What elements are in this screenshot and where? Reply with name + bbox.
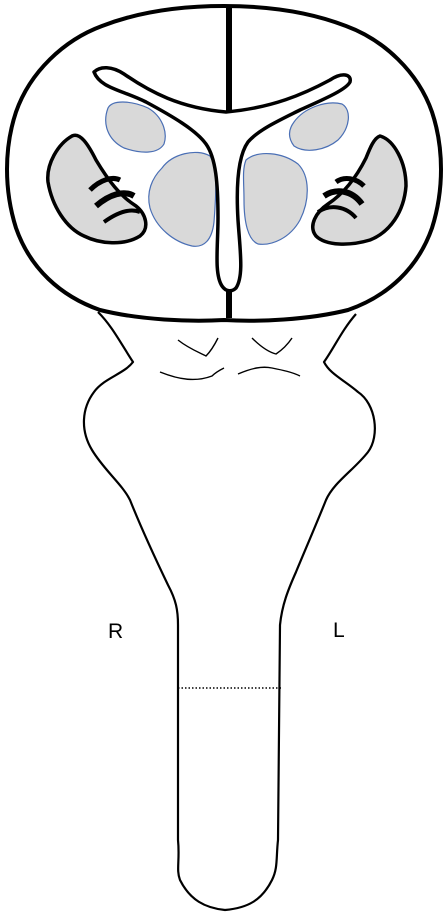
pons-mark-right-upper xyxy=(252,338,292,354)
left-side-label: L xyxy=(333,620,345,641)
pons-mark-left-upper xyxy=(178,338,218,356)
right-side-label: R xyxy=(108,621,123,642)
brainstem-outline xyxy=(84,312,375,910)
pons-mark-left-lower xyxy=(160,368,224,379)
pons-mark-right-lower xyxy=(238,367,300,376)
